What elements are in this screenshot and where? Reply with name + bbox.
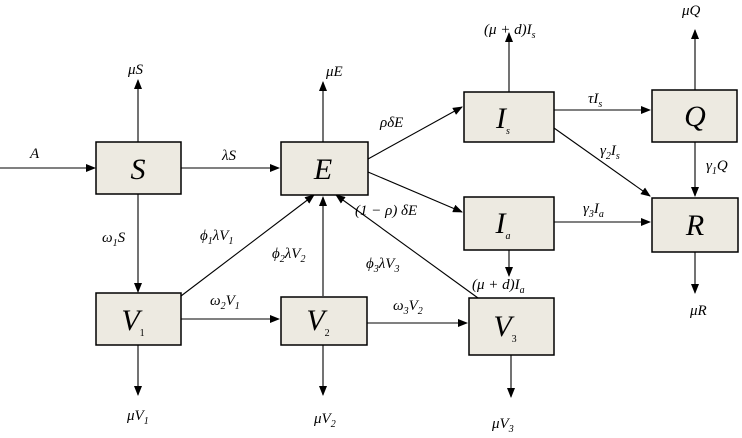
node-is: Is <box>463 91 555 143</box>
label-v1-to-v2: ω2V1 <box>210 293 240 312</box>
svg-text:S: S <box>131 153 146 186</box>
label-q-to-r: γ1Q <box>706 158 728 177</box>
svg-text:R: R <box>685 209 704 242</box>
arrow-v3-to-e <box>335 194 479 299</box>
label-is-to-q: τIs <box>588 91 602 110</box>
node-v1: V1 <box>95 292 182 346</box>
label-v2-to-e: ϕ2λV2 <box>272 246 305 265</box>
arrow-is-to-r <box>553 127 651 197</box>
label-e-death: μE <box>325 64 343 80</box>
svg-text:V2: V2 <box>306 304 329 339</box>
label-v1-to-e: ϕ1λV1 <box>200 228 233 247</box>
arrow-v1-to-e <box>180 194 315 297</box>
label-ia-to-r: γ3Ia <box>583 201 604 220</box>
label-v2-death: μV2 <box>313 411 336 430</box>
label-v3-to-e: ϕ3λV3 <box>366 256 399 275</box>
label-ia-death: (μ + d)Ia <box>472 277 525 296</box>
label-q-death: μQ <box>681 3 701 19</box>
label-s-to-v1: ω1S <box>102 230 126 249</box>
label-inflow-a: A <box>29 146 40 162</box>
arrow-e-to-ia <box>367 171 463 213</box>
node-v3: V3 <box>468 297 555 356</box>
svg-text:Ia: Ia <box>495 207 511 242</box>
node-e: E <box>280 141 369 196</box>
label-r-death: μR <box>689 303 707 319</box>
node-s: S <box>95 141 182 195</box>
label-e-to-is: ρδE <box>379 115 403 131</box>
node-r: R <box>651 197 739 253</box>
svg-text:Q: Q <box>684 100 706 133</box>
svg-text:V3: V3 <box>493 310 516 345</box>
label-v1-death: μV1 <box>126 408 149 427</box>
label-s-death: μS <box>127 62 144 78</box>
svg-text:V1: V1 <box>121 304 144 339</box>
node-ia: Ia <box>463 196 555 251</box>
svg-text:E: E <box>313 153 332 186</box>
arrow-e-to-is <box>367 106 463 160</box>
label-is-to-r: γ2Is <box>600 143 620 162</box>
label-v3-death: μV3 <box>491 416 514 435</box>
node-v2: V2 <box>280 296 368 346</box>
svg-text:Is: Is <box>495 102 510 137</box>
label-e-to-ia: (1 − ρ) δE <box>355 203 417 219</box>
label-is-death: (μ + d)Is <box>484 22 536 41</box>
label-v2-to-v3: ω3V2 <box>393 298 423 317</box>
node-q: Q <box>651 89 738 143</box>
label-s-to-e: λS <box>221 148 236 164</box>
